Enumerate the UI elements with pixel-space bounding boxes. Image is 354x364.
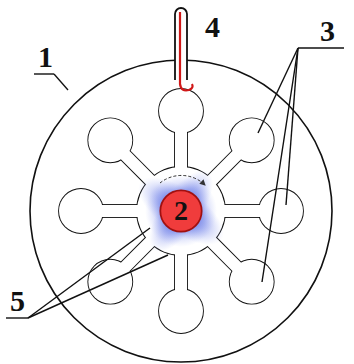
callout-number: 3 (320, 16, 335, 46)
electrode-number: 2 (174, 197, 188, 225)
cavity-slot (175, 249, 187, 295)
cavity (159, 289, 203, 333)
cavity (230, 118, 274, 162)
housing (30, 60, 332, 362)
cavities (59, 89, 303, 333)
central-electrode: 2 (159, 189, 203, 233)
probe-hook (180, 12, 193, 90)
cavity-slot (175, 249, 187, 295)
cavity (259, 189, 303, 233)
cavity (159, 89, 203, 133)
cavity-slot (219, 205, 265, 217)
callout-number: 1 (38, 42, 53, 72)
cavity (259, 189, 303, 233)
cavity-slot (97, 205, 143, 217)
cavity (159, 289, 203, 333)
callout-number: 4 (205, 12, 220, 42)
cavity (59, 189, 103, 233)
cavity (230, 118, 274, 162)
cavity-slot (219, 205, 265, 217)
cavity (88, 118, 132, 162)
cavity-slot (97, 205, 143, 217)
cavity (88, 118, 132, 162)
leader-lines (6, 48, 344, 318)
cavity-slot (175, 127, 187, 173)
callout-number: 5 (10, 286, 25, 316)
cavity (230, 260, 274, 304)
cavity (59, 189, 103, 233)
rotation-arrow (160, 175, 205, 185)
electrode-fill (160, 190, 201, 231)
cavity-slot (175, 127, 187, 173)
cavity (230, 260, 274, 304)
plasma-glow (127, 160, 234, 262)
cavity (159, 89, 203, 133)
